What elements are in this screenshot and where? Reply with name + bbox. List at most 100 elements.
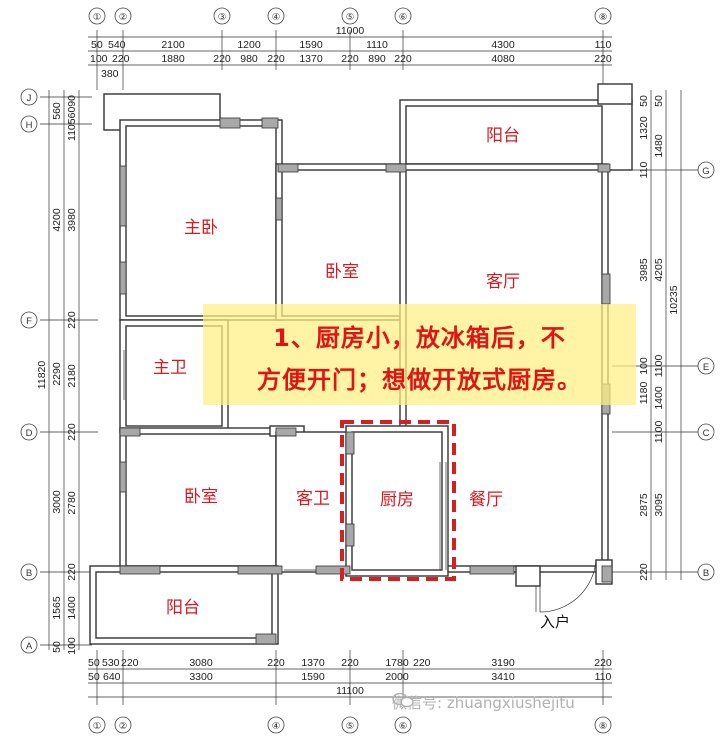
entry-label: 入户 xyxy=(540,613,571,631)
dim-value: 50 xyxy=(88,657,100,669)
dim-value: 1320 xyxy=(638,116,650,140)
dim-value: 220 xyxy=(112,53,130,65)
grid-right: G E C B xyxy=(697,161,715,581)
wechat-icon xyxy=(392,692,414,708)
grid-label: ④ xyxy=(272,721,281,732)
grid-label: C xyxy=(703,428,710,439)
watermark-text: 微信号: zhuangxiushejitu xyxy=(392,694,575,712)
dim-value: 220 xyxy=(121,657,139,669)
grid-label: ⑧ xyxy=(599,12,608,23)
dim-value: 2875 xyxy=(638,493,650,517)
grid-top: ① ② ③ ④ ⑤ ⑥ ⑧ xyxy=(88,7,612,25)
dim-value: 50 xyxy=(88,671,100,683)
grid-label: B xyxy=(703,568,709,579)
watermark: 微信号: zhuangxiushejitu xyxy=(392,692,575,713)
grid-label: ① xyxy=(93,12,102,23)
grid-label: B xyxy=(26,568,32,579)
dim-value: 3190 xyxy=(491,657,515,669)
grid-label: ② xyxy=(119,12,128,23)
dim-value: 980 xyxy=(240,53,258,65)
dim-value: 1200 xyxy=(237,39,261,51)
dim-value: 3080 xyxy=(189,657,213,669)
room-label-guest-bath: 客卫 xyxy=(296,489,330,509)
dim-value: 1480 xyxy=(653,134,665,158)
grid-label: ③ xyxy=(218,12,227,23)
dim-value: 100 xyxy=(90,53,108,65)
dim-value: 4200 xyxy=(51,208,63,232)
dim-value: 1590 xyxy=(299,39,323,51)
dim-value: 4080 xyxy=(491,53,515,65)
dim-value: 4205 xyxy=(653,258,665,282)
annotation-note-line-1: 1、厨房小，放冰箱后，不 xyxy=(273,324,566,352)
dim-value: 100 xyxy=(66,637,78,655)
dim-total-right: 10235 xyxy=(668,285,680,314)
annotation-note: 1、厨房小，放冰箱后，不 方便开门；想做开放式厨房。 xyxy=(203,304,636,405)
grid-label: E xyxy=(703,362,709,373)
dim-value: 1590 xyxy=(301,671,325,683)
dim-value: 1370 xyxy=(299,53,323,65)
dim-value: 50 xyxy=(638,95,650,107)
room-label-bedroom-bottom: 卧室 xyxy=(184,487,218,507)
dim-value: 2780 xyxy=(66,491,78,515)
kitchen-highlight xyxy=(340,420,456,581)
dimensions-top: 11000 50 540 2100 1200 1590 1110 4300 11… xyxy=(88,25,612,90)
dim-value: 3300 xyxy=(189,671,213,683)
dim-value: 3410 xyxy=(491,671,515,683)
dim-value: 1400 xyxy=(66,596,78,620)
dim-value: 1370 xyxy=(301,657,325,669)
dim-value: 11056090 xyxy=(66,95,78,141)
dim-value: 1110 xyxy=(366,39,388,51)
dimensions-right: 50 1320 1480 110 3985 1180 100 2875 220 … xyxy=(612,90,698,581)
dim-value: 640 xyxy=(103,671,121,683)
grid-bottom: ① ② ④ ⑤ ⑥ ⑧ xyxy=(88,716,612,734)
grid-label: ① xyxy=(93,721,102,732)
dim-value: 50 xyxy=(653,95,665,107)
dim-value: 3000 xyxy=(51,490,63,514)
room-labels: 阳台 主卧 卧室 客厅 主卫 卧室 客卫 厨房 餐厅 阳台 xyxy=(153,126,520,618)
dim-value: 3980 xyxy=(66,208,78,232)
dim-value: 560 xyxy=(51,102,63,120)
grid-label: ⑥ xyxy=(399,721,408,732)
grid-label: ② xyxy=(119,721,128,732)
dim-value: 2000 xyxy=(385,671,409,683)
dim-value: 1565 xyxy=(51,596,63,620)
dim-value: 4300 xyxy=(491,39,515,51)
grid-label: ⑤ xyxy=(346,12,355,23)
dim-value: 50 xyxy=(51,641,63,653)
room-label-balcony-top: 阳台 xyxy=(486,126,520,146)
grid-label: ⑤ xyxy=(346,721,355,732)
dim-value: 1880 xyxy=(161,53,185,65)
grid-label: ④ xyxy=(272,12,281,23)
dim-value: 2100 xyxy=(161,39,185,51)
grid-label: F xyxy=(26,316,32,327)
dim-value: 220 xyxy=(413,657,431,669)
dim-value: 2180 xyxy=(66,364,78,388)
room-label-master-bedroom: 主卧 xyxy=(184,218,218,238)
dim-value: 1780 xyxy=(385,657,409,669)
dim-value: 540 xyxy=(108,39,126,51)
room-label-kitchen: 厨房 xyxy=(380,490,414,510)
grid-label: ⑥ xyxy=(399,12,408,23)
dim-value: 890 xyxy=(368,53,386,65)
grid-label: J xyxy=(27,93,32,104)
dimensions-bottom: 50 530 220 3080 220 1370 220 1780 220 31… xyxy=(88,650,612,705)
annotation-note-line-2: 方便开门；想做开放式厨房。 xyxy=(257,366,582,394)
room-label-balcony-bottom: 阳台 xyxy=(166,598,200,618)
grid-label: G xyxy=(702,166,709,177)
dim-value: 530 xyxy=(102,657,120,669)
dimensions-left: 11820 560 4200 2290 3000 1565 50 1105609… xyxy=(36,90,98,655)
dim-total-left: 11820 xyxy=(36,361,48,390)
dim-value: 1180 xyxy=(638,382,650,405)
room-label-living-room: 客厅 xyxy=(486,272,520,292)
dim-value: 2290 xyxy=(51,362,63,386)
room-label-master-bath: 主卫 xyxy=(153,358,187,378)
grid-label: H xyxy=(26,120,33,131)
dim-value: 1400 xyxy=(653,386,665,410)
dim-value: 3985 xyxy=(638,258,650,282)
room-label-dining: 餐厅 xyxy=(469,490,503,510)
room-label-bedroom-mid: 卧室 xyxy=(325,262,359,282)
grid-left: J H F D B A xyxy=(20,88,38,654)
grid-label: A xyxy=(26,641,33,652)
dim-value: 3095 xyxy=(653,493,665,517)
